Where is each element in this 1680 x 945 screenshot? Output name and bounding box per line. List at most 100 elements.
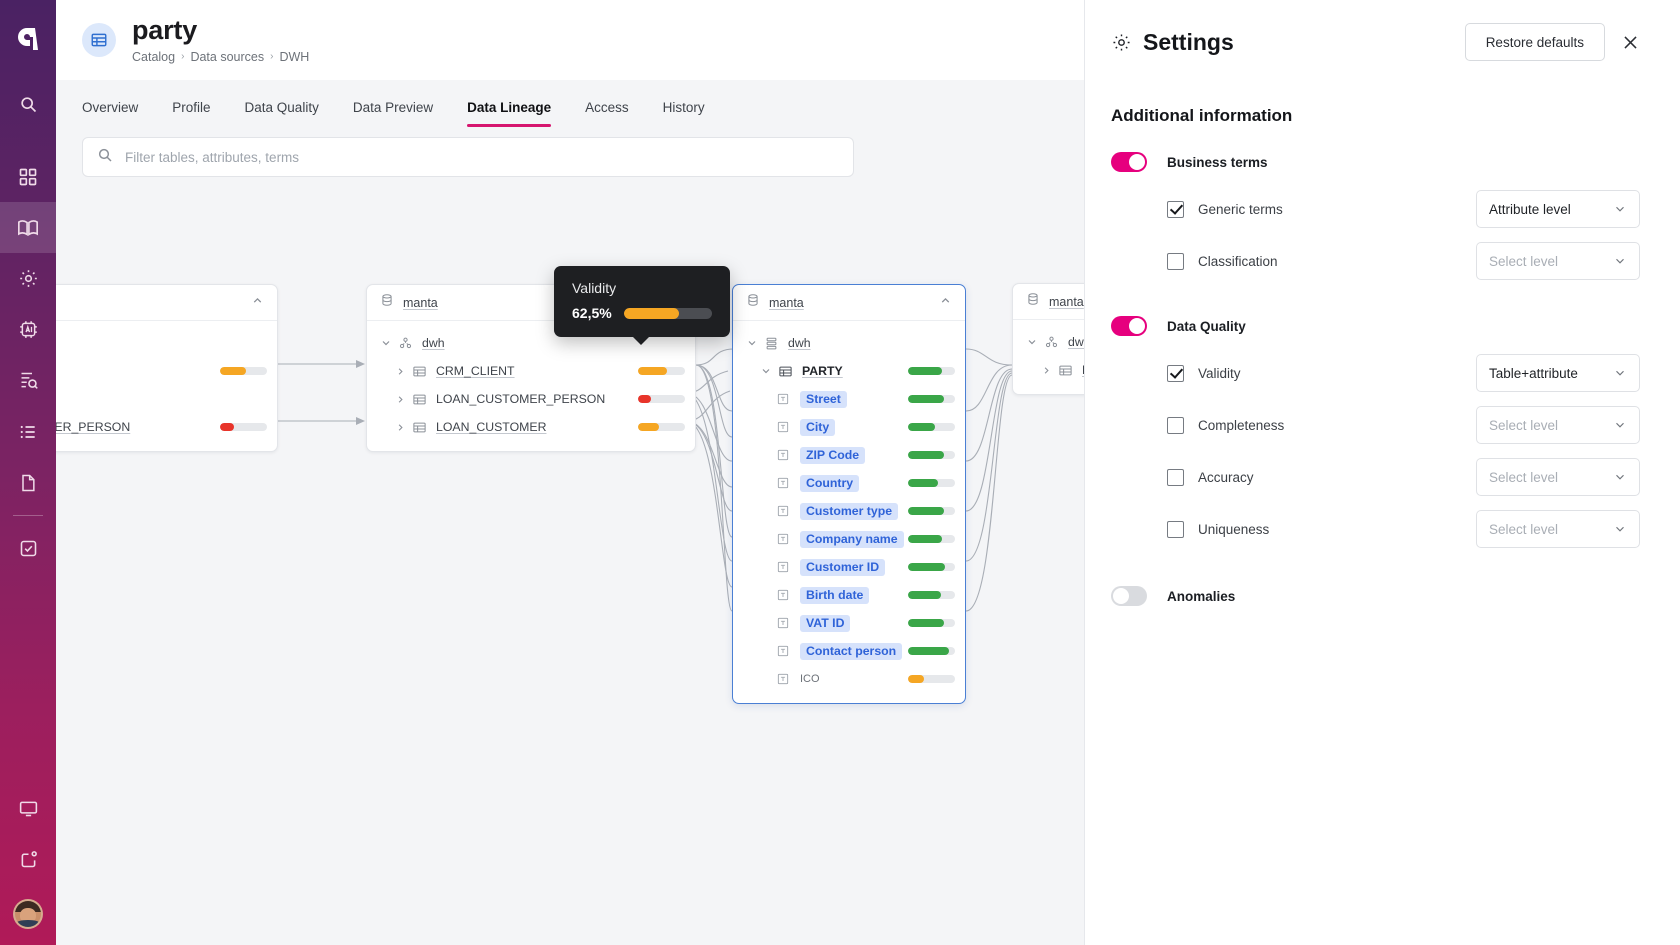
breadcrumb-item-dwh[interactable]: DWH [279,49,310,64]
list-item[interactable]: H [56,329,277,357]
toggle-business-terms[interactable] [1111,152,1147,172]
chevron-right-icon[interactable] [1037,365,1055,376]
list-icon[interactable] [0,406,56,457]
row-label: PARTY [802,364,843,378]
quality-bar [908,479,955,487]
list-item[interactable]: Street [733,385,965,413]
tooltip-value: 62,5% [572,305,612,321]
chevron-down-icon[interactable] [743,337,761,349]
tab-data-preview[interactable]: Data Preview [352,100,434,115]
tab-profile[interactable]: Profile [172,100,211,115]
list-item[interactable]: VAT ID [733,609,965,637]
toggle-anomalies[interactable] [1111,586,1147,606]
lineage-node-left[interactable]: H CRM_CLIENT H LOAN_CUSTOMER_PERSON [56,284,278,452]
node-header[interactable]: manta [367,285,695,321]
table-icon [409,364,429,379]
list-item[interactable]: LOAN_CUSTOMER_PERSON [56,413,277,441]
list-item[interactable]: dwh [733,329,965,357]
list-item[interactable]: Company name [733,525,965,553]
select-generic-terms-level[interactable]: Attribute level [1476,190,1640,228]
dashboard-grid-icon[interactable] [0,151,56,202]
chevron-right-icon[interactable] [391,422,409,433]
ai-chip-icon[interactable] [0,304,56,355]
chevron-down-icon [1613,418,1627,432]
sidebar-item-catalog[interactable] [0,202,56,253]
lineage-node-manta-source[interactable]: manta dwh CRM_CLI [366,284,696,452]
list-item[interactable]: LOAN_CUSTOMER [367,413,695,441]
ataccama-logo[interactable] [0,0,56,78]
select-classification-level[interactable]: Select level [1476,242,1640,280]
checkbox-validity[interactable] [1167,364,1184,382]
tab-access[interactable]: Access [585,100,629,115]
row-label: CRM_CLIENT [436,364,515,378]
search-icon[interactable] [0,78,56,129]
list-item[interactable]: Customer ID [733,553,965,581]
text-attr-icon [773,588,793,602]
list-item[interactable]: Contact person [733,637,965,665]
checkbox-accuracy[interactable] [1167,468,1184,486]
breadcrumb-item-catalog[interactable]: Catalog [132,49,176,64]
text-attr-icon [773,672,793,686]
chevron-down-icon[interactable] [377,337,395,349]
settings-panel: Settings Restore defaults Additional inf… [1084,0,1680,945]
list-item[interactable]: Country [733,469,965,497]
select-completeness-level[interactable]: Select level [1476,406,1640,444]
task-check-icon[interactable] [0,523,56,574]
tab-data-lineage[interactable]: Data Lineage [450,100,568,127]
monitor-icon[interactable] [0,783,56,834]
node-header[interactable] [56,285,277,321]
checkbox-classification[interactable] [1167,252,1184,270]
node-header[interactable]: manta [733,285,965,321]
notifications-icon[interactable] [0,834,56,885]
chevron-down-icon[interactable] [757,365,775,377]
row-label: ICO [800,673,820,685]
list-item[interactable]: City [733,413,965,441]
chevron-up-icon[interactable] [939,294,952,312]
select-accuracy-level[interactable]: Select level [1476,458,1640,496]
breadcrumb-item-data-sources[interactable]: Data sources [190,49,265,64]
database-icon [380,293,394,312]
list-item[interactable]: CRM_CLIENT [56,357,277,385]
list-item[interactable]: LOAN_CUSTOMER_PERSON [367,385,695,413]
list-item[interactable]: ICO [733,665,965,693]
table-icon [82,23,116,57]
gear-icon [1111,32,1132,53]
tab-overview[interactable]: Overview [82,100,139,115]
chevron-right-icon[interactable] [391,366,409,377]
close-icon[interactable] [1621,33,1640,52]
breadcrumb-separator: › [270,51,274,63]
select-uniqueness-level[interactable]: Select level [1476,510,1640,548]
checkbox-uniqueness[interactable] [1167,520,1184,538]
tab-history[interactable]: History [662,100,705,115]
search-input[interactable] [125,149,839,165]
tab-data-quality[interactable]: Data Quality [244,100,319,115]
restore-defaults-button[interactable]: Restore defaults [1464,23,1605,61]
checkbox-generic-terms[interactable] [1167,200,1184,218]
chevron-up-icon[interactable] [251,294,264,312]
list-item[interactable]: ZIP Code [733,441,965,469]
document-icon[interactable] [0,457,56,508]
option-uniqueness: Uniqueness Select level [1111,510,1640,548]
group-label: Anomalies [1167,588,1236,604]
list-item[interactable]: PARTY [733,357,965,385]
option-label: Completeness [1198,417,1285,433]
avatar[interactable] [13,899,43,929]
checkbox-completeness[interactable] [1167,416,1184,434]
search-box[interactable] [82,137,854,177]
chevron-right-icon[interactable] [391,394,409,405]
toggle-data-quality[interactable] [1111,316,1147,336]
row-label: dwh [788,336,811,350]
select-validity-level[interactable]: Table+attribute [1476,354,1640,392]
data-explorer-icon[interactable] [0,355,56,406]
chevron-down-icon[interactable] [1023,336,1041,348]
quality-bar [908,563,955,571]
list-item[interactable]: H [56,385,277,413]
list-item[interactable]: CRM_CLIENT [367,357,695,385]
gear-icon[interactable] [0,253,56,304]
chevron-down-icon [1613,470,1627,484]
list-item[interactable]: dwh [367,329,695,357]
quality-bar [908,507,955,515]
list-item[interactable]: Customer type [733,497,965,525]
lineage-node-party[interactable]: manta dwh [732,284,966,704]
list-item[interactable]: Birth date [733,581,965,609]
